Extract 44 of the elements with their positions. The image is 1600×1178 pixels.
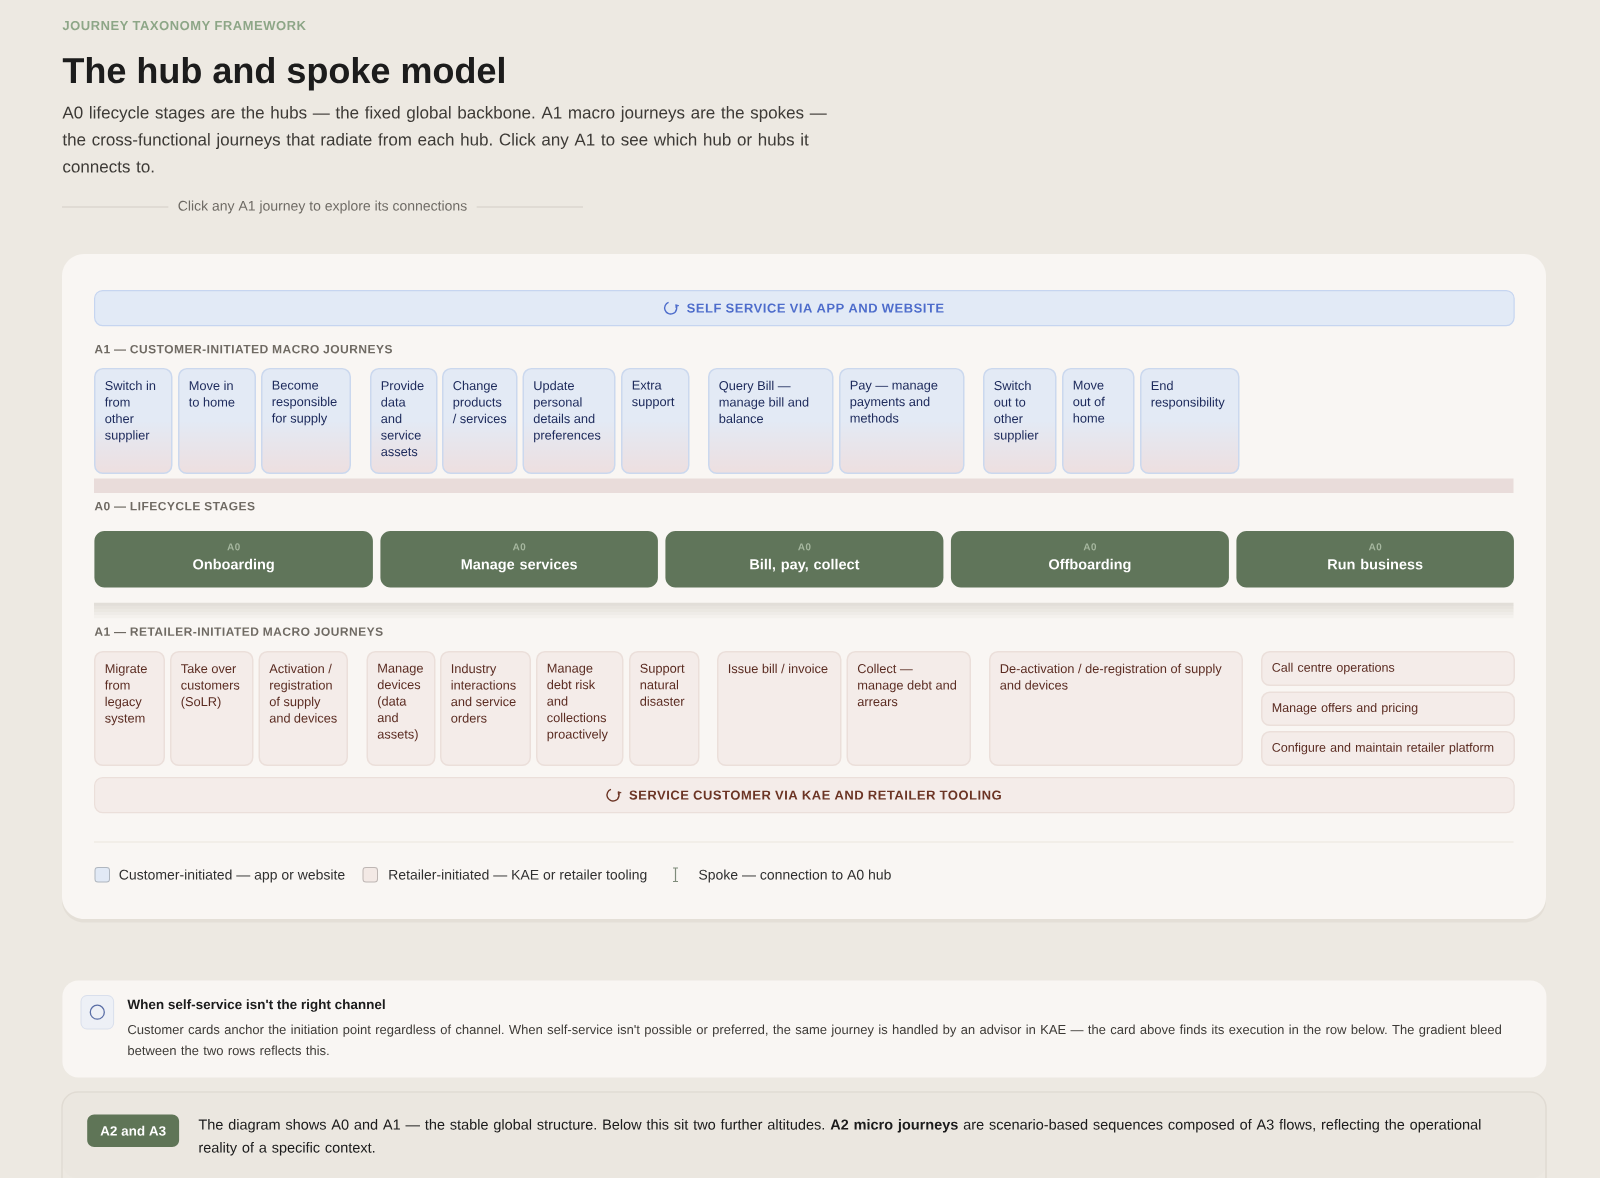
stage-box: A0 Offboarding — [950, 530, 1229, 588]
title: The hub and spoke model — [62, 56, 504, 91]
journey-card: Switch in from other supplier — [94, 368, 173, 474]
stage-box: A0 Manage services — [380, 530, 658, 588]
legend-text: Retailer-initiated — KAE or retailer tooling — [389, 869, 647, 883]
stage-box: A0 Bill, pay, collect — [665, 530, 944, 588]
journey-card: End responsibility — [1140, 368, 1240, 474]
journey-card: Query Bill — manage bill and balance — [708, 368, 834, 474]
eyebrow-text: JOURNEY TAXONOMY FRAMEWORK — [62, 20, 306, 31]
journey-card: Manage debt risk and collections proactively — [536, 651, 624, 766]
journey-card: Provide data and service assets — [370, 368, 438, 474]
section-heading: A0 — LIFECYCLE STAGES — [94, 501, 255, 511]
journey-card: Pay — manage payments and methods — [839, 368, 965, 474]
journey-card: Take over customers (SoLR) — [170, 651, 254, 766]
stage-box: A0 Onboarding — [94, 530, 373, 588]
section-heading: A1 — CUSTOMER-INITIATED MACRO JOURNEYS — [94, 344, 392, 354]
journey-card: Collect — manage debt and arrears — [846, 651, 971, 766]
journey-card: Support natural disaster — [629, 651, 700, 766]
intro-paragraph: A0 lifecycle stages are the hubs — the fixed global backbone. A1 macro journeys are the spokes — the cross-functional journeys that radiate from each hub. Click any A1 to see which hub or hubs it connects to. — [62, 106, 827, 173]
journey-card: Issue bill / invoice — [717, 651, 842, 766]
journey-card: Switch out to other supplier — [983, 368, 1057, 474]
journey-card: Industry interactions and service orders — [440, 651, 531, 766]
journey-card: Move in to home — [178, 368, 256, 474]
journey-card: Move out of home — [1062, 368, 1135, 474]
journey-card: Extra support — [621, 368, 690, 474]
journey-card: Manage offers and pricing — [1261, 691, 1515, 726]
channel-band: SELF SERVICE VIA APP AND WEBSITE — [94, 290, 1515, 327]
journey-card: Manage devices (data and assets) — [366, 651, 436, 766]
stage-box: A0 Run business — [1236, 530, 1514, 588]
journey-card: De-activation / de-registration of supply and devices — [989, 651, 1243, 766]
section-heading: A1 — RETAILER-INITIATED MACRO JOURNEYS — [94, 627, 383, 636]
journey-card: Migrate from legacy system — [94, 651, 165, 766]
legend-text: Customer-initiated — app or website — [119, 869, 345, 883]
journey-card: Activation / registration of supply and devices — [258, 651, 348, 766]
legend-text: Spoke — connection to A0 hub — [699, 869, 891, 883]
callout-box: When self-service isn't the right channel Customer cards anchor the initiation point regardless of channel. When self-service isn't possible or preferred, the same journey is handled by an advisor in KAE — the card above finds its execution in the row below. The gradient bleed between the two rows reflects this. — [62, 980, 1547, 1078]
journey-card: Call centre operations — [1261, 651, 1515, 686]
hint-text: Click any A1 journey to explore its connections — [178, 200, 467, 214]
channel-band: SERVICE CUSTOMER VIA KAE AND RETAILER TOOLING — [94, 777, 1515, 814]
journey-card: Update personal details and preferences — [522, 368, 616, 474]
journey-card: Configure and maintain retailer platform — [1261, 731, 1515, 766]
tag-badge: A2 and A3 — [87, 1114, 180, 1148]
journey-card: Change products / services — [442, 368, 518, 474]
journey-card: Become responsible for supply — [261, 368, 351, 474]
